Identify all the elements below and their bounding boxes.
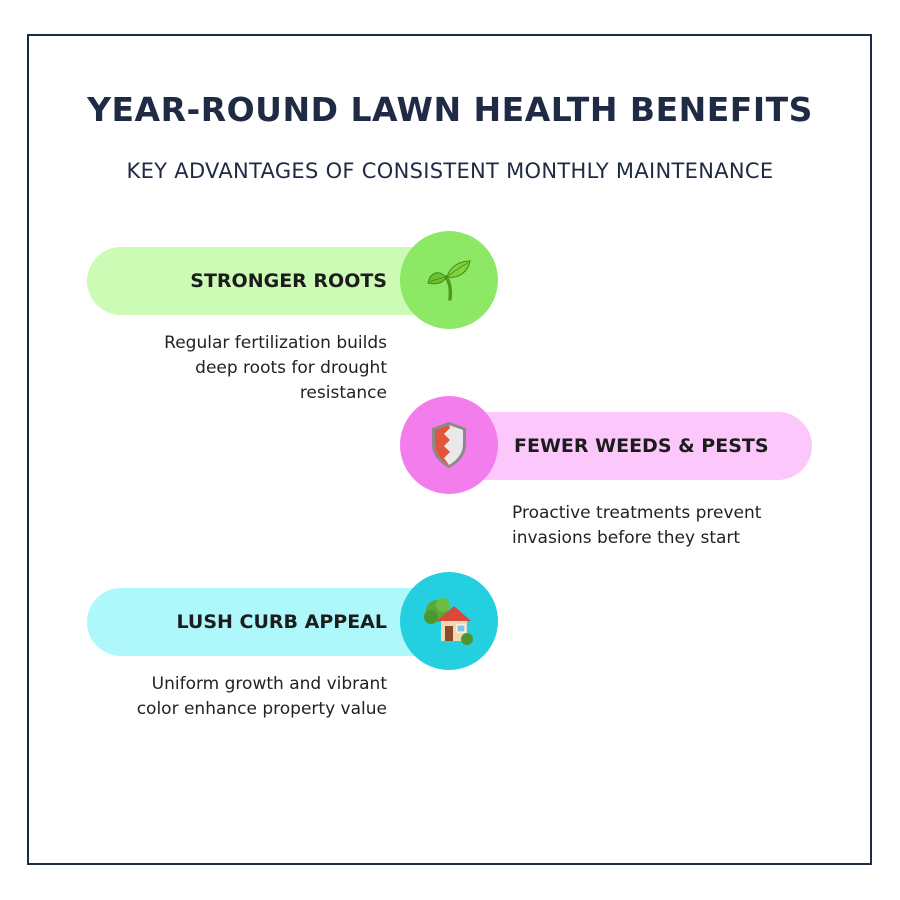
benefit-description-lush-curb-appeal: Uniform growth and vibrant color enhance… — [136, 674, 387, 719]
benefit-description-fewer-weeds: Proactive treatments prevent invasions b… — [512, 503, 762, 548]
benefit-pill-stronger-roots: STRONGER ROOTS — [87, 247, 447, 315]
house-with-garden-icon — [424, 598, 473, 645]
benefit-circle-stronger-roots — [400, 231, 498, 329]
benefit-circle-lush-curb-appeal — [400, 572, 498, 670]
benefit-label: FEWER WEEDS & PESTS — [514, 435, 769, 457]
frame-border — [27, 34, 872, 865]
benefit-pill-lush-curb-appeal: LUSH CURB APPEAL — [87, 588, 447, 656]
shield-icon — [432, 422, 466, 468]
seedling-icon — [427, 260, 471, 301]
page-title: YEAR-ROUND LAWN HEALTH BENEFITS — [87, 90, 813, 129]
page-subtitle: KEY ADVANTAGES OF CONSISTENT MONTHLY MAI… — [126, 159, 774, 183]
benefit-circle-fewer-weeds — [400, 396, 498, 494]
benefit-description-stronger-roots: Regular fertilization builds deep roots … — [164, 333, 387, 403]
benefit-label: STRONGER ROOTS — [190, 270, 387, 292]
benefit-label: LUSH CURB APPEAL — [176, 611, 387, 633]
benefit-pill-fewer-weeds: FEWER WEEDS & PESTS — [452, 412, 812, 480]
